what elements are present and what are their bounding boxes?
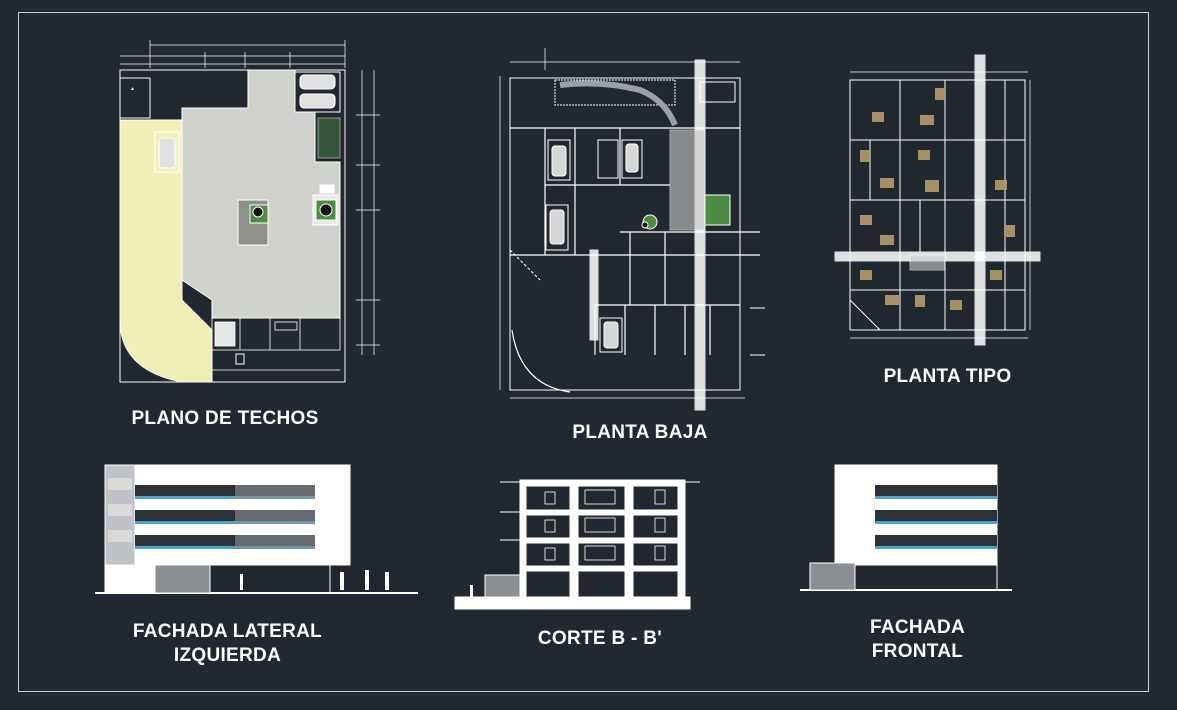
side-elevation-title-line1: FACHADA LATERAL [132, 621, 323, 642]
svg-text:▲: ▲ [130, 86, 135, 92]
side-elevation-floor-bands [108, 478, 315, 549]
sheet-border [18, 12, 1149, 692]
front-elevation-floor-bands [875, 485, 997, 549]
side-elevation-drawing[interactable] [95, 464, 418, 594]
side-elevation-title-line2: IZQUIERDA [173, 645, 282, 666]
typical-floor-drawing[interactable] [834, 54, 1041, 346]
front-elevation-title-line2: FRONTAL [871, 641, 964, 662]
section-drawing[interactable] [454, 479, 700, 610]
front-elevation-drawing[interactable] [800, 464, 1012, 591]
ground-floor-rooms [510, 127, 760, 355]
front-elevation-title: FACHADA FRONTAL [830, 616, 1005, 664]
section-openings [544, 489, 666, 561]
front-elevation-title-line1: FACHADA [870, 617, 965, 638]
typical-floor-rooms [850, 80, 1025, 330]
ground-floor-drawing[interactable] [499, 48, 765, 411]
section-title: CORTE B - B' [537, 628, 663, 649]
roof-dimension-ticks [149, 40, 380, 346]
typical-floor-title: PLANTA TIPO [883, 366, 1012, 387]
typical-floor-furniture [860, 88, 1015, 310]
roof-plan-title: PLANO DE TECHOS [131, 408, 319, 429]
roof-plan-bottom-rooms [211, 317, 341, 371]
ground-floor-title: PLANTA BAJA [572, 422, 708, 443]
side-elevation-title: FACHADA LATERAL IZQUIERDA [105, 620, 350, 668]
roof-plan-drawing[interactable]: ▲ [119, 40, 380, 383]
side-elevation-people [240, 570, 389, 590]
